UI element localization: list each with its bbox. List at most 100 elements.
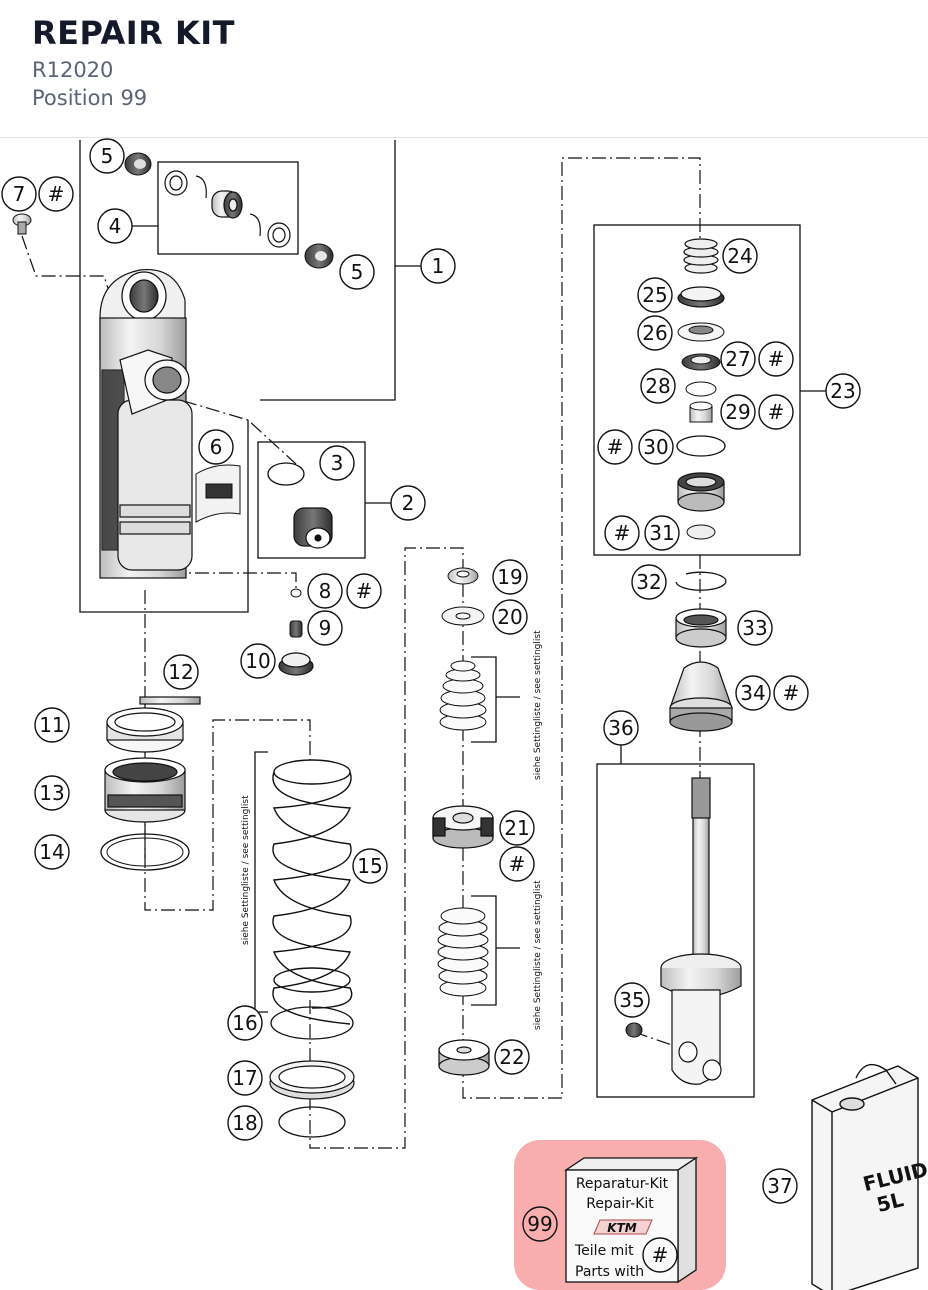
callout-26: 26 [637, 315, 673, 351]
part-bearing-set [164, 170, 291, 248]
part-spring-seat-17 [269, 1060, 355, 1100]
part-cup-22 [438, 1039, 490, 1076]
callout-hash: # [604, 515, 640, 551]
callout-30: 30 [638, 429, 674, 465]
callout-hash: # [758, 394, 794, 430]
callout-32: 32 [631, 564, 667, 600]
callout-7: 7 [1, 176, 37, 212]
callout-label: 37 [767, 1174, 792, 1198]
ktm-logo-text: KTM [607, 1221, 636, 1235]
callout-19: 19 [492, 559, 528, 595]
frames [79, 140, 828, 1098]
part-ring-31 [686, 524, 716, 540]
setting-list-label-lower: siehe Settingliste / see settinglist [533, 880, 543, 1030]
part-circlip-32 [675, 571, 727, 591]
part-shim-stack-lower [437, 907, 489, 997]
callout-8: 8 [307, 573, 343, 609]
callout-99: 99 [522, 1206, 558, 1242]
callout-hash: # [597, 429, 633, 465]
callout-label: 4 [109, 214, 122, 238]
kit-line-repair: Repair-Kit [586, 1196, 654, 1212]
callout-label: # [509, 852, 526, 876]
callout-15: 15 [352, 848, 388, 884]
setting-list-label-spring: siehe Settingliste / see settinglist [241, 795, 251, 945]
callout-label: # [652, 1243, 669, 1267]
part-valve-core [289, 620, 303, 638]
callout-label: 27 [725, 347, 750, 371]
callout-hash: # [758, 341, 794, 377]
callout-4: 4 [97, 208, 133, 244]
callout-hash: # [499, 846, 535, 882]
callout-5: 5 [339, 254, 375, 290]
page-header: REPAIR KIT R12020 Position 99 [0, 0, 928, 138]
part-bushing-29 [689, 401, 713, 423]
callout-label: 3 [331, 451, 344, 475]
part-spring-24 [683, 238, 719, 274]
part-nut-35 [625, 1022, 643, 1038]
callout-28: 28 [640, 368, 676, 404]
callout-label: 18 [232, 1111, 257, 1135]
callout-12: 12 [163, 654, 199, 690]
callout-label: 29 [725, 400, 750, 424]
part-seal-head [677, 472, 725, 512]
part-decal [195, 464, 241, 523]
part-seal-25 [677, 286, 725, 308]
part-clamp-ring [106, 696, 201, 753]
part-shock-body [99, 268, 193, 579]
callout-label: 26 [642, 321, 667, 345]
callout-34: 34 [735, 675, 771, 711]
callout-hash: # [38, 176, 74, 212]
callout-label: 25 [642, 283, 667, 307]
callout-hash: # [642, 1237, 678, 1273]
callout-label: 1 [432, 254, 445, 278]
callout-label: 33 [742, 616, 767, 640]
callout-label: 21 [504, 816, 529, 840]
callout-label: 9 [319, 616, 332, 640]
callout-6: 6 [198, 429, 234, 465]
part-bushing-lower [304, 243, 334, 269]
callout-label: 22 [499, 1045, 524, 1069]
callout-label: # [783, 681, 800, 705]
part-o-ring-30 [676, 435, 726, 457]
callout-1: 1 [420, 248, 456, 284]
callout-label: 99 [527, 1212, 552, 1236]
callout-27: 27 [720, 341, 756, 377]
callout-group: 12345567#8#9101112131415161718192021#222… [1, 138, 861, 1273]
callout-label: 2 [402, 491, 415, 515]
part-piston-rod [660, 777, 742, 1085]
kit-line-parts: Parts with [575, 1264, 644, 1280]
callout-label: 15 [357, 854, 382, 878]
callout-11: 11 [34, 707, 70, 743]
callout-37: 37 [762, 1168, 798, 1204]
part-piston-21 [432, 805, 494, 849]
callout-label: 36 [608, 716, 633, 740]
callout-22: 22 [494, 1039, 530, 1075]
callout-label: 30 [643, 435, 668, 459]
callout-label: 16 [232, 1011, 257, 1035]
callout-35: 35 [614, 982, 650, 1018]
callout-20: 20 [492, 599, 528, 635]
setting-list-label-upper: siehe Settingliste / see settinglist [533, 630, 543, 780]
part-ring-18 [278, 1106, 346, 1138]
part-nut-19 [447, 567, 479, 585]
callout-17: 17 [227, 1060, 263, 1096]
part-ring-28 [685, 381, 717, 397]
part-cap-10 [278, 652, 314, 676]
callout-label: 35 [619, 988, 644, 1012]
callout-label: 12 [168, 660, 193, 684]
callout-hash: # [346, 573, 382, 609]
part-spring [272, 759, 353, 1025]
callout-13: 13 [34, 775, 70, 811]
callout-label: # [768, 400, 785, 424]
part-valve [293, 507, 333, 549]
callout-18: 18 [227, 1105, 263, 1141]
part-cap-33 [675, 608, 727, 648]
callout-33: 33 [737, 610, 773, 646]
part-seal-small [290, 588, 302, 598]
callout-24: 24 [722, 238, 758, 274]
ktm-logo: KTM [593, 1219, 653, 1235]
callout-label: 5 [351, 260, 364, 284]
callout-label: 6 [210, 435, 223, 459]
part-o-ring [267, 462, 305, 486]
